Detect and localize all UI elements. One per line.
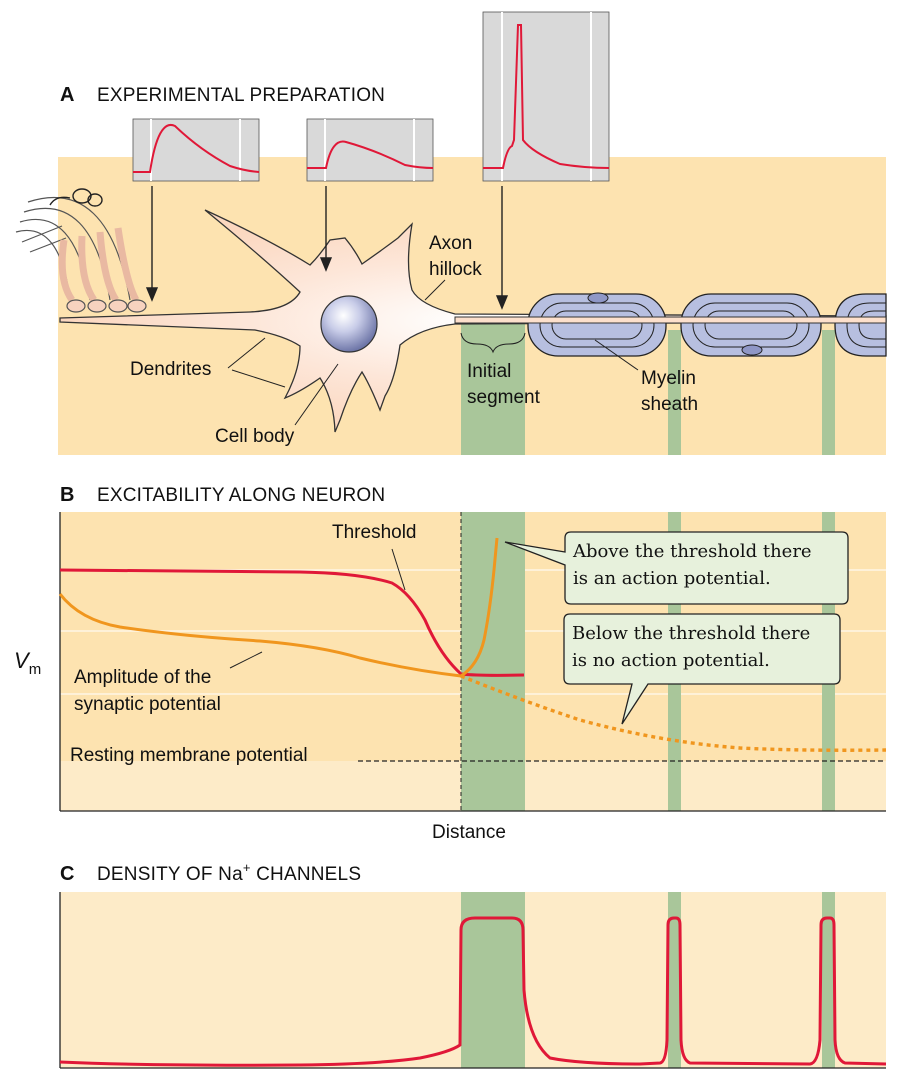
callout-below-box <box>563 613 841 725</box>
threshold-curve <box>59 568 525 677</box>
panel-b: B EXCITABILITY ALONG NEURON <box>14 484 887 843</box>
subthreshold-decay-curve <box>460 674 887 752</box>
recording-trace-soma <box>306 118 434 182</box>
label-axon: Axon <box>429 233 472 254</box>
synaptic-amplitude-curve <box>58 593 462 678</box>
panel-c: C DENSITY OF Na+ CHANNELS <box>59 860 887 1069</box>
label-resting-potential: Resting membrane potential <box>70 745 308 766</box>
label-myelin: Myelin <box>641 368 696 389</box>
panel-b-letter: B <box>60 484 74 506</box>
synaptic-input-coil <box>49 188 103 207</box>
nucleus <box>320 295 378 353</box>
initial-segment-band <box>461 320 525 455</box>
initial-segment-band-c <box>461 892 525 1068</box>
myelin-sheath-1 <box>527 292 667 357</box>
recording-trace-dendrite <box>132 118 260 182</box>
axon <box>454 316 887 324</box>
panel-a: A EXPERIMENTAL PREPARATION <box>15 11 887 455</box>
label-cell-body: Cell body <box>215 426 295 447</box>
initial-segment-band-b <box>461 512 525 811</box>
panel-c-letter: C <box>60 863 74 885</box>
action-potential-rise <box>460 537 499 678</box>
panel-b-leaders <box>229 548 406 669</box>
label-threshold: Threshold <box>332 522 417 543</box>
myelin-sheath-2 <box>680 293 822 357</box>
x-axis-label: Distance <box>432 822 506 843</box>
label-initial: Initial <box>467 361 511 382</box>
na-channel-density-curve <box>59 916 887 1067</box>
panel-b-title: EXCITABILITY ALONG NEURON <box>97 485 385 506</box>
node-band-1 <box>668 330 681 455</box>
label-dendrites: Dendrites <box>130 359 211 380</box>
recording-trace-axon <box>482 11 610 182</box>
synaptic-terminals <box>58 227 147 313</box>
recording-arrows <box>145 186 509 310</box>
callout-below-line-2: is no action potential. <box>572 650 770 671</box>
callout-below-line-1: Below the threshold there <box>572 623 810 644</box>
node-band-c-2 <box>822 892 835 1068</box>
label-segment: segment <box>467 387 541 408</box>
y-axis-label: Vm <box>14 648 41 678</box>
node-band-2 <box>822 330 835 455</box>
label-sheath: sheath <box>641 394 698 415</box>
callout-above-line-2: is an action potential. <box>573 568 771 589</box>
leader-lines <box>227 279 639 426</box>
myelin-sheath-3 <box>834 293 887 357</box>
panel-a-title: EXPERIMENTAL PREPARATION <box>97 85 385 106</box>
panel-c-title: DENSITY OF Na+ CHANNELS <box>97 860 361 885</box>
label-amplitude-1: Amplitude of the <box>74 667 211 688</box>
label-hillock: hillock <box>429 259 482 280</box>
callout-above-box <box>504 531 849 605</box>
callout-above-line-1: Above the threshold there <box>572 541 812 562</box>
panel-a-letter: A <box>60 84 74 106</box>
node-band-c-1 <box>668 892 681 1068</box>
label-amplitude-2: synaptic potential <box>74 694 221 715</box>
